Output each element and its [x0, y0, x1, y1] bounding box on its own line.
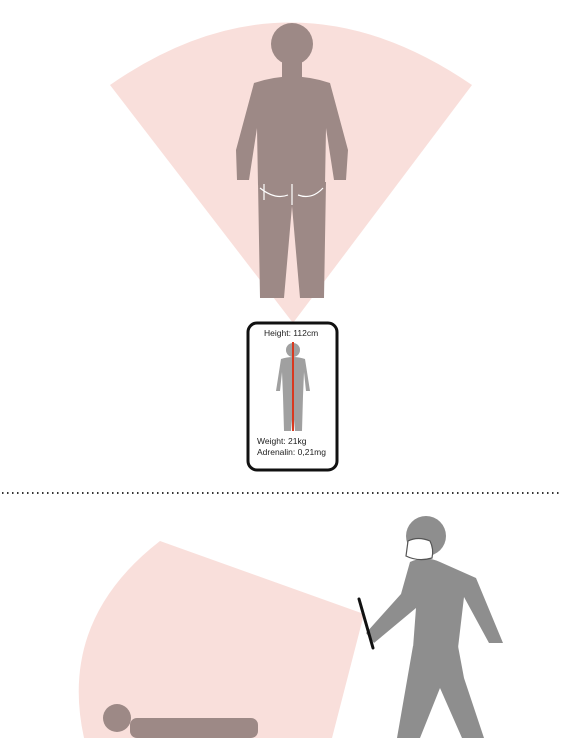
phone-height-label: Height: 112cm: [264, 328, 318, 338]
face-mask-icon: [406, 539, 433, 560]
phone-adrenalin-label: Adrenalin: 0,21mg: [257, 447, 326, 457]
walking-person-icon: [366, 516, 503, 738]
phone-weight-label: Weight: 21kg: [257, 436, 306, 446]
